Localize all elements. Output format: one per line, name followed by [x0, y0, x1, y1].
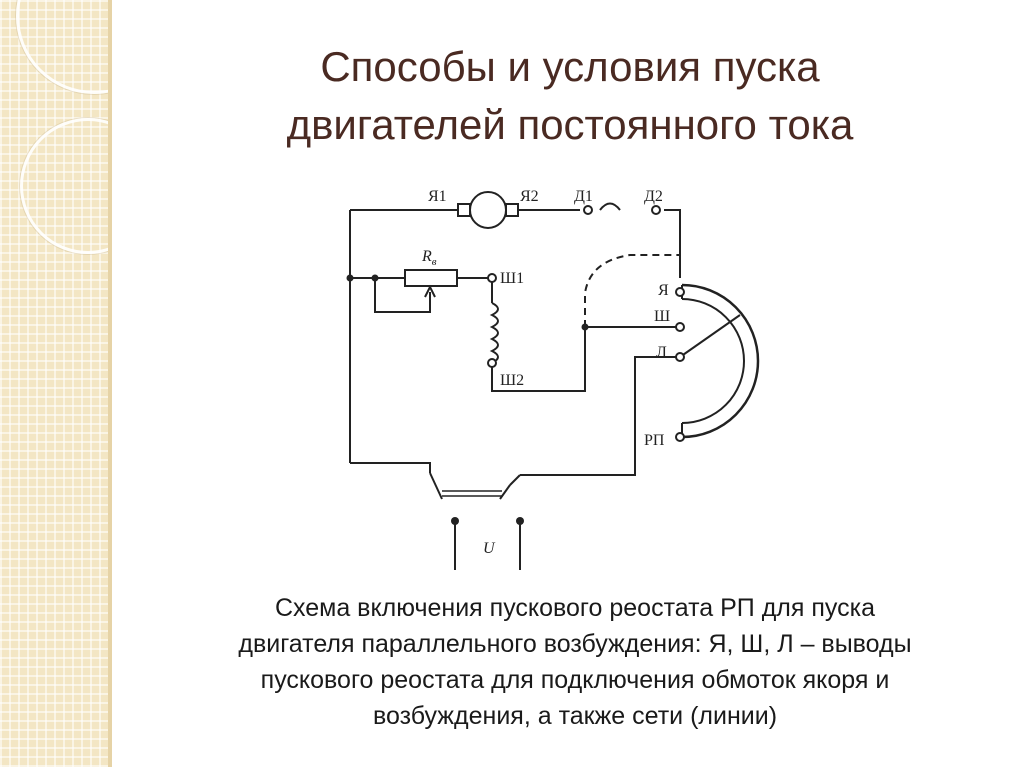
terminal-sh: [675, 322, 685, 332]
wire-sh2-to-sh: [491, 326, 680, 392]
label-rv: Rв: [421, 248, 437, 268]
terminal-l: [675, 352, 685, 362]
switch-blade-left: [429, 472, 443, 500]
terminal-ya: [675, 287, 685, 297]
wire-right-to-switch: [509, 474, 521, 486]
brush-ya2: [505, 203, 519, 217]
label-rp: РП: [644, 432, 665, 449]
junction-sh: [581, 323, 589, 331]
caption-line-1: Схема включения пускового реостата РП дл…: [274, 594, 876, 622]
label-sh1: Ш1: [500, 270, 524, 287]
junction-rheostat: [371, 274, 379, 282]
label-terminal-l: Л: [656, 344, 667, 361]
wire-l-to-supply: [520, 356, 680, 476]
terminal-sh1: [487, 273, 497, 283]
terminal-rp: [675, 432, 685, 442]
caption-line-4: возбуждения, а также сети (линии): [372, 702, 778, 730]
rheostat-slider-arrow: [424, 284, 436, 298]
armature-motor: [469, 191, 507, 229]
circuit-diagram: Я1 Я2 Д1 Д2 Rв Ш1 Ш2 Я Ш Л РП U: [330, 175, 770, 570]
slide-title: Способы и условия пуска двигателей посто…: [150, 38, 990, 154]
label-terminal-ya: Я: [658, 282, 669, 299]
side-strip-edge: [108, 0, 112, 767]
label-sh2: Ш2: [500, 372, 524, 389]
caption-line-2: двигателя параллельного возбуждения: Я, …: [238, 630, 912, 658]
terminal-d1: [583, 205, 593, 215]
supply-terminal-right: [516, 517, 524, 525]
label-ya2: Я2: [520, 188, 539, 205]
label-ya1: Я1: [428, 188, 447, 205]
wire-left-to-switch: [350, 462, 431, 473]
terminal-sh2: [487, 358, 497, 368]
brush-ya1: [457, 203, 471, 217]
caption-line-3: пускового реостата для подключения обмот…: [260, 666, 890, 694]
decorative-side-strip: [0, 0, 112, 767]
supply-terminal-left: [451, 517, 459, 525]
title-line-1: Способы и условия пуска: [320, 43, 820, 90]
rheostat-slider-loop: [374, 278, 431, 313]
starting-rheostat-arc-outer: [681, 283, 760, 439]
series-winding: [599, 202, 621, 211]
starting-rheostat-arc-inner: [681, 298, 745, 424]
label-d1: Д1: [574, 188, 593, 205]
field-rheostat-rv: [404, 269, 458, 287]
switch-blade-right: [499, 484, 511, 500]
rheostat-lever: [679, 314, 741, 358]
terminal-d2: [651, 205, 661, 215]
label-voltage: U: [483, 540, 496, 557]
label-terminal-sh: Ш: [654, 308, 670, 325]
wire-d2-to-ya: [664, 209, 681, 278]
decorative-ring-middle: [20, 118, 112, 254]
junction-left: [346, 274, 354, 282]
decorative-ring-top: [16, 0, 112, 94]
title-line-2: двигателей постоянного тока: [286, 101, 854, 148]
label-d2: Д2: [644, 188, 663, 205]
shunt-winding: [489, 302, 499, 364]
diagram-caption: Схема включения пускового реостата РП дл…: [130, 590, 1020, 734]
circuit-svg: Я1 Я2 Д1 Д2 Rв Ш1 Ш2 Я Ш Л РП U: [346, 188, 760, 570]
dashed-connection: [584, 254, 680, 327]
